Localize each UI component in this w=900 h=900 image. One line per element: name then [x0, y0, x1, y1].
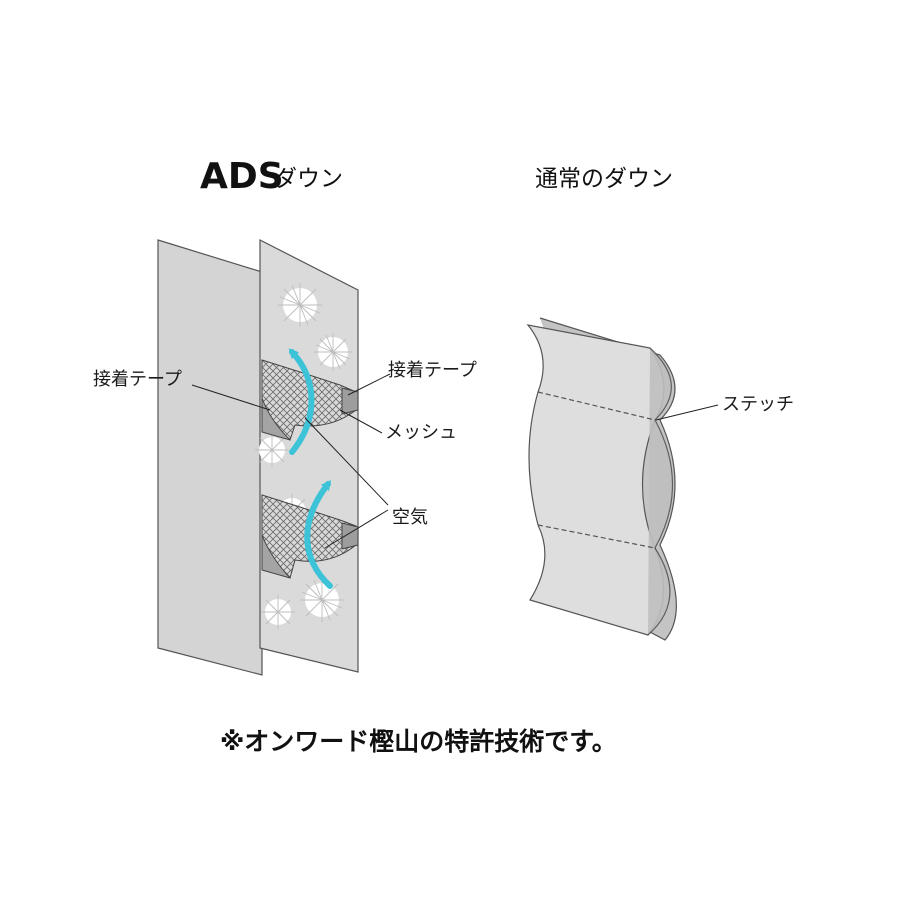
- leader-adhesive-right: [347, 373, 391, 396]
- down-puff: [255, 433, 289, 467]
- regular-down-title: 通常のダウン: [535, 166, 673, 192]
- regular-down-right-bulge: [647, 347, 674, 636]
- ads-title-kana: ダウン: [274, 166, 343, 192]
- ads-title-main: ADS: [200, 156, 284, 197]
- airflow-arrows: [288, 348, 333, 589]
- leader-air-lower: [324, 509, 389, 549]
- down-puff: [314, 333, 352, 371]
- label-adhesive-tape-right: 接着テープ: [388, 360, 477, 381]
- leader-lines: [191, 373, 391, 549]
- stitch-line-lower: [537, 524, 656, 549]
- leader-air-upper: [304, 417, 389, 506]
- upper-tape-right: [341, 387, 359, 415]
- label-air: 空気: [392, 507, 428, 528]
- label-adhesive-tape-left: 接着テープ: [93, 369, 182, 390]
- leader-mesh: [339, 409, 383, 434]
- label-mesh: メッシュ: [385, 422, 457, 443]
- patent-footnote: ※オンワード樫山の特許技術です。: [220, 727, 617, 756]
- airflow-arrow-lower: [304, 480, 333, 589]
- ads-down-title: ADS ダウン: [200, 156, 343, 197]
- stitch-line-upper: [537, 391, 656, 421]
- regular-down-illustration: [526, 317, 719, 641]
- leader-adhesive-left: [191, 384, 271, 411]
- lower-tape-right: [341, 522, 359, 550]
- down-puff: [300, 578, 344, 622]
- ads-back-fabric-panel: [157, 239, 263, 676]
- airflow-arrow-upper: [288, 348, 315, 455]
- label-stitch: ステッチ: [722, 394, 794, 415]
- down-puff: [278, 283, 322, 327]
- leader-stitch: [655, 404, 719, 421]
- down-puff: [261, 595, 295, 629]
